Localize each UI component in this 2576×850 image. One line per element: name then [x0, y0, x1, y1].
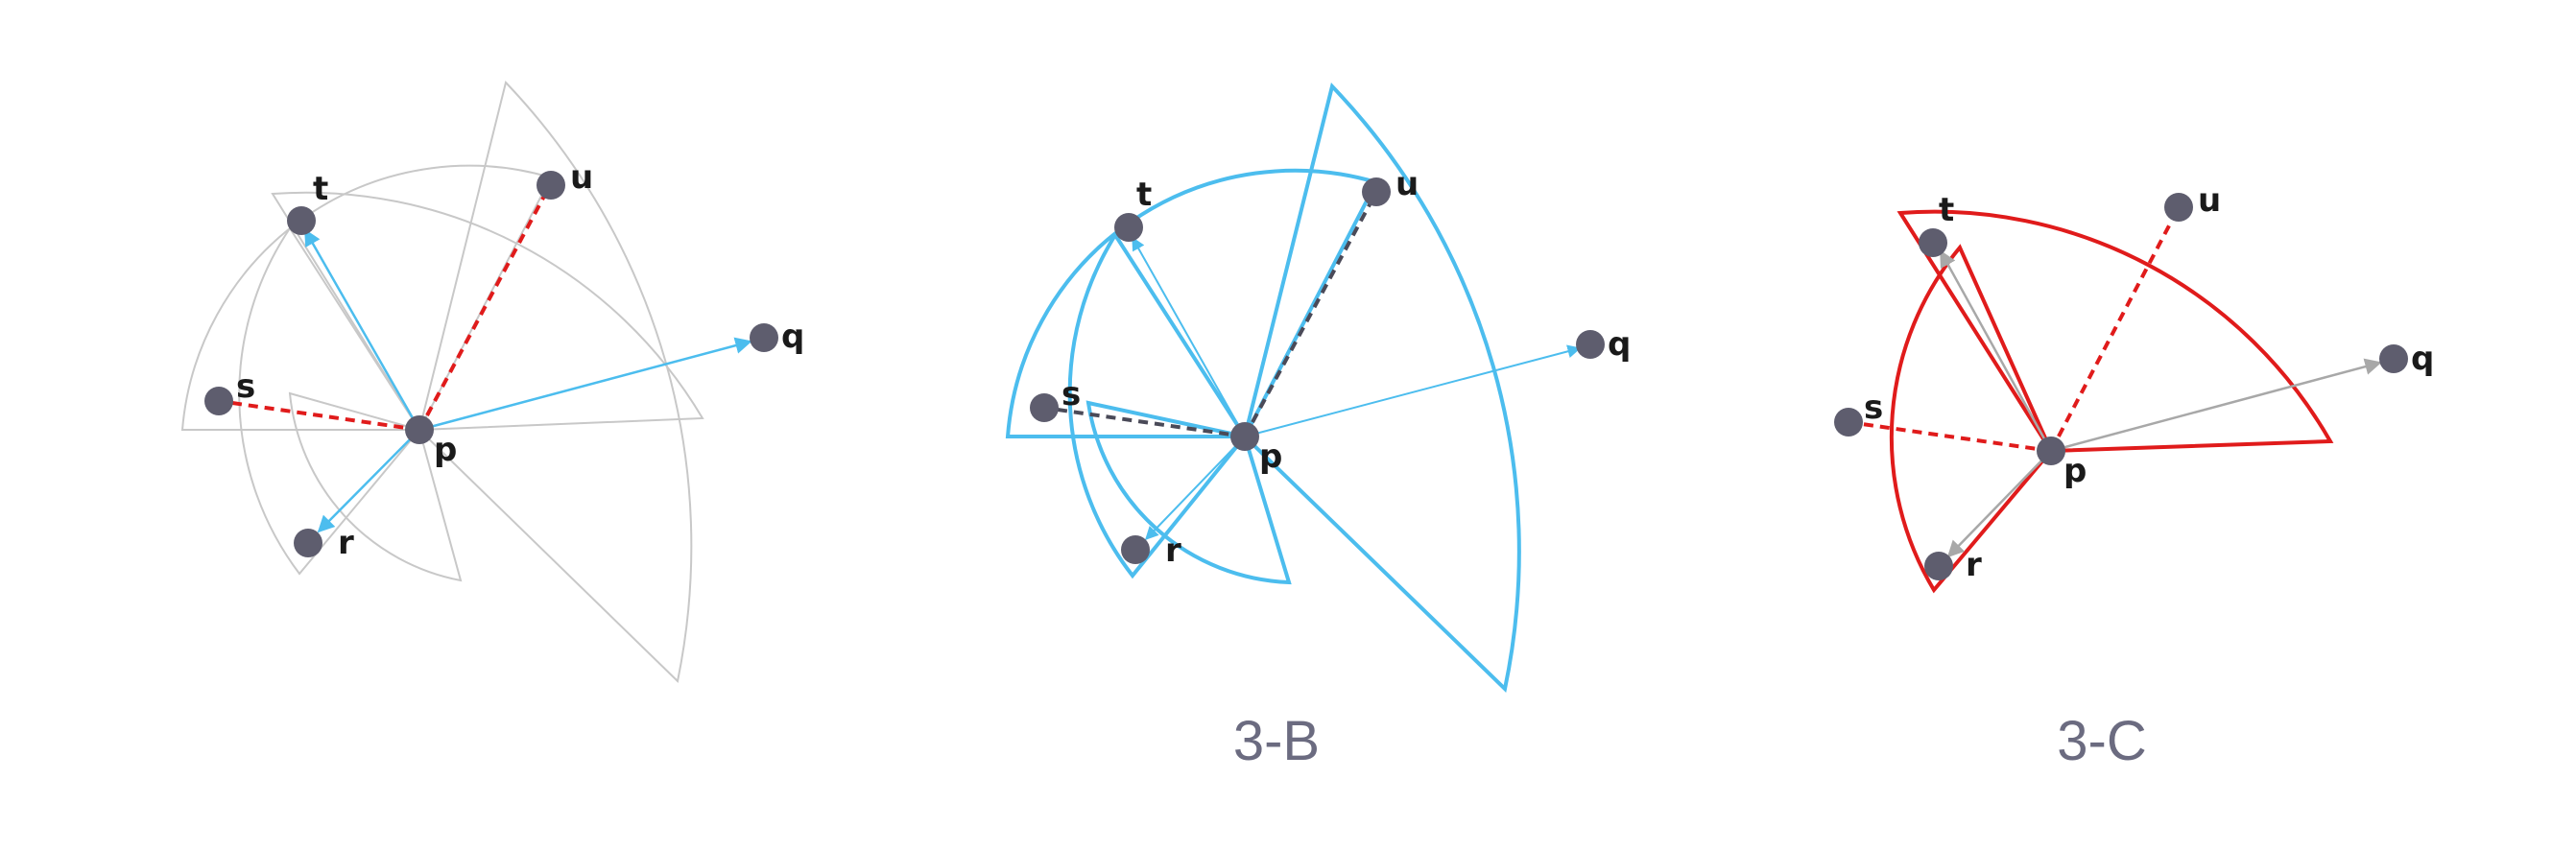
sector-outline-t [1067, 231, 1247, 579]
panel-caption-3c: 3-C [2057, 710, 2146, 772]
node-label-p: p [2063, 452, 2087, 490]
node-label-t: t [1136, 176, 1152, 214]
sector-outline-q [1243, 82, 1521, 693]
edge-p-s [218, 399, 420, 432]
node-u [1362, 177, 1391, 206]
node-s [1834, 408, 1863, 437]
sector-outline-u [418, 80, 693, 683]
edge-p-s [1043, 406, 1246, 438]
node-label-s: s [236, 367, 255, 406]
node-t [287, 206, 316, 235]
node-label-u: u [2198, 181, 2221, 220]
node-label-u: u [1395, 165, 1419, 203]
node-p [405, 415, 434, 444]
edge-p-u [2049, 210, 2179, 452]
edge-p-u [417, 186, 551, 431]
sector-outline-q [271, 191, 704, 431]
node-label-r: r [338, 524, 354, 562]
node-label-u: u [570, 158, 593, 197]
panel-3b: p q r s t u 3-B [1005, 82, 1631, 772]
node-r [1121, 535, 1150, 564]
edge-p-r [1946, 450, 2052, 558]
edge-p-t [303, 228, 421, 431]
panel-caption-3b: 3-B [1233, 710, 1320, 772]
edge-p-t [1939, 249, 2053, 452]
node-label-q: q [781, 318, 804, 356]
node-label-t: t [313, 170, 328, 208]
panel-3c: p q r s t u 3-C [1834, 181, 2434, 772]
node-s [1030, 393, 1059, 422]
node-label-q: q [2411, 340, 2434, 378]
edge-p-q [1244, 344, 1582, 437]
node-label-s: s [1864, 389, 1883, 427]
node-label-s: s [1061, 375, 1081, 413]
node-label-r: r [1165, 531, 1181, 570]
node-label-t: t [1939, 191, 1954, 229]
edge-p-s [1848, 420, 2052, 453]
node-q [1576, 330, 1605, 359]
node-t [1919, 228, 1947, 257]
node-t [1114, 213, 1143, 242]
sector-outline-t [1889, 244, 2053, 594]
edge-p-t [1132, 236, 1246, 437]
node-label-r: r [1966, 546, 1982, 584]
sector-outline-r [288, 391, 463, 582]
edge-p-u [1243, 195, 1376, 437]
node-s [204, 387, 233, 415]
edge-p-r [1145, 436, 1246, 541]
node-u [537, 171, 565, 200]
node-p [2037, 437, 2065, 465]
node-label-p: p [434, 431, 457, 469]
node-q [750, 323, 778, 352]
node-r [1924, 552, 1953, 580]
edge-p-q [418, 337, 752, 432]
node-r [294, 529, 322, 557]
node-p [1230, 422, 1259, 451]
node-q [2379, 344, 2408, 373]
node-u [2164, 193, 2193, 222]
edge-p-q [2050, 358, 2382, 453]
node-label-q: q [1608, 325, 1631, 364]
panel-3a: p q r s t u [180, 80, 804, 683]
edge-p-r [317, 429, 420, 533]
node-label-p: p [1259, 437, 1282, 476]
sector-outline-u [1896, 209, 2334, 453]
